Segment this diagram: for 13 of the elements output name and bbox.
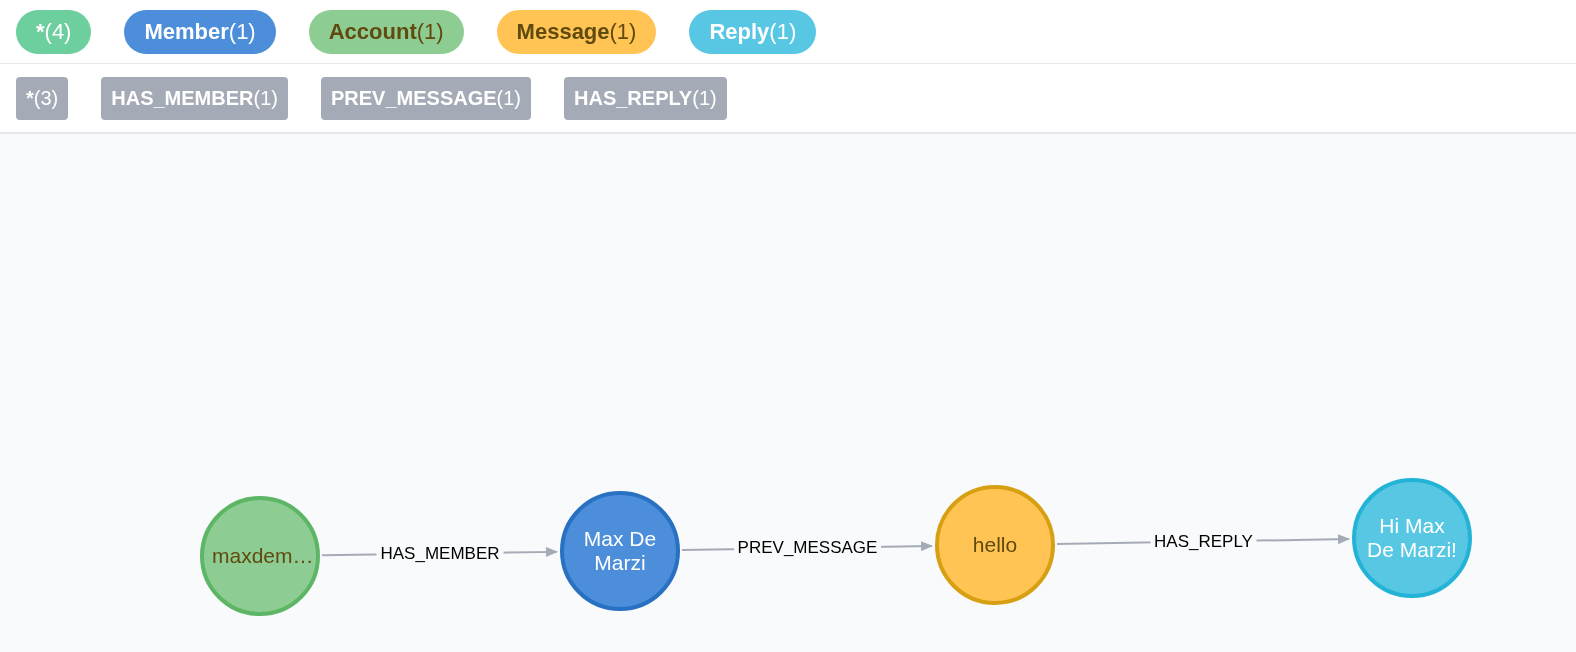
node-label-pill: Message(1) xyxy=(496,9,657,54)
node-caption: Max De Marzi xyxy=(582,527,658,575)
relationship-type-tag: HAS_REPLY(1) xyxy=(564,76,727,120)
node-caption: hello xyxy=(971,533,1019,557)
node-caption: maxdem… xyxy=(211,544,312,568)
node-caption: Hi Max De Marzi! xyxy=(1366,514,1458,562)
node-label-pill: Reply(1) xyxy=(689,9,817,54)
relationship-type-tag: PREV_MESSAGE(1) xyxy=(320,76,531,120)
relationship-type-tag: *(3) xyxy=(16,76,69,120)
node-label-pill: Account(1) xyxy=(308,9,464,54)
node-label-pill: Member(1) xyxy=(124,9,276,54)
node-label-pill: *(4) xyxy=(16,9,92,54)
relationship-type-tag: HAS_MEMBER(1) xyxy=(101,76,288,120)
